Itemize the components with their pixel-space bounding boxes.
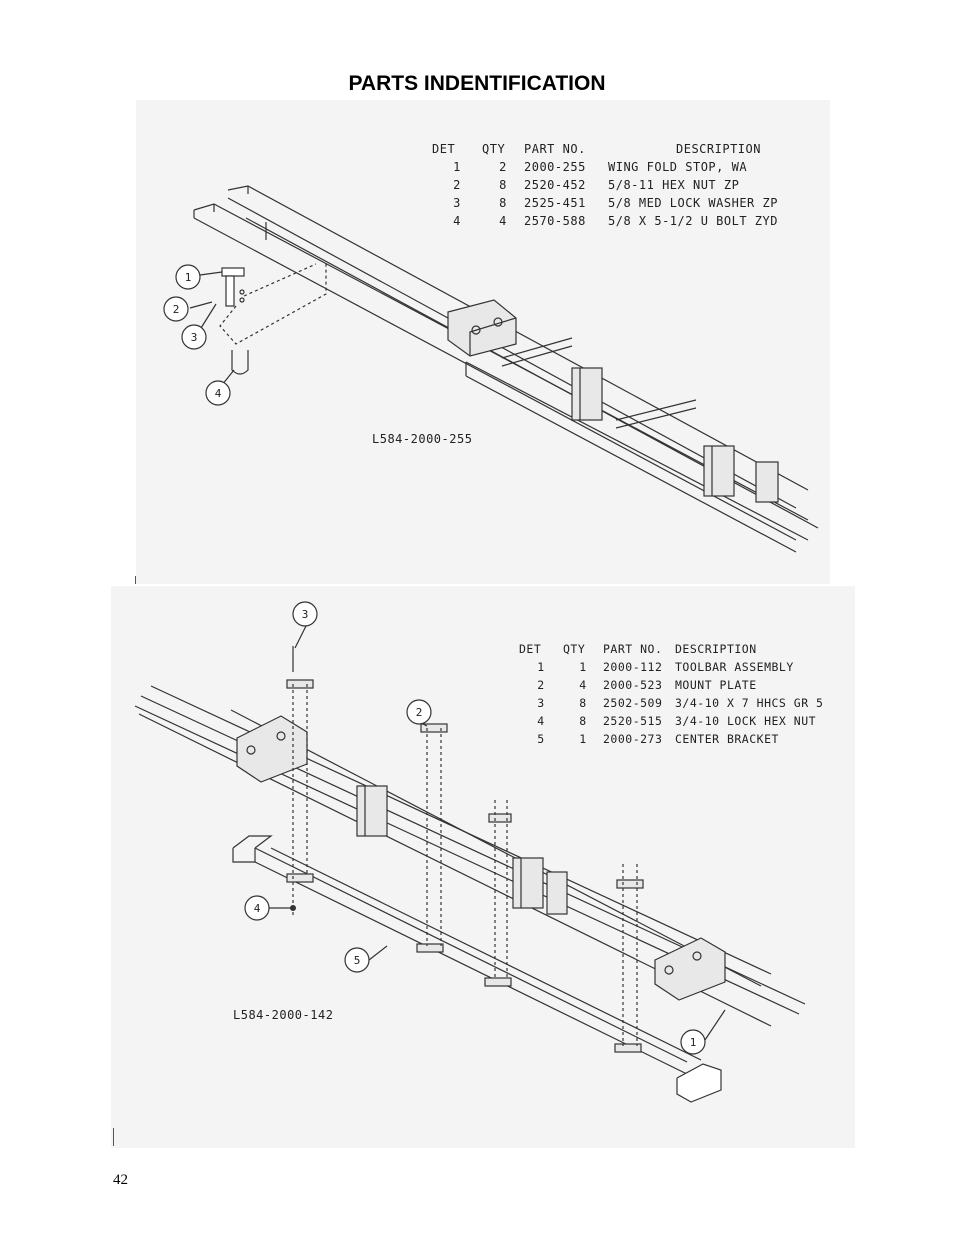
parts-table-top: DET QTY PART NO. DESCRIPTION 1 2 2000-25…: [432, 142, 778, 232]
callout-4: 4: [254, 902, 261, 915]
callout-2: 2: [173, 303, 180, 316]
callout-1: 1: [185, 271, 192, 284]
table-header-row: DET QTY PART NO. DESCRIPTION: [432, 142, 778, 160]
wing-fold-stop-part: [221, 267, 245, 277]
mount-plate: [420, 723, 448, 733]
table-row: 1 1 2000-112 TOOLBAR ASSEMBLY: [537, 660, 794, 674]
callout-5: 5: [354, 954, 361, 967]
lock-nut: [290, 905, 296, 911]
clamp-plate-b: [512, 857, 544, 909]
center-bracket-end-right: [676, 1063, 722, 1103]
center-bracket-bar: [254, 861, 692, 1077]
callout-3: 3: [191, 331, 198, 344]
mount-plate-a: [571, 367, 603, 421]
table-row: 2 8 2520-452 5/8-11 HEX NUT ZP: [453, 178, 740, 192]
table-row: 3 8 2525-451 5/8 MED LOCK WASHER ZP: [453, 196, 778, 210]
col-part-no: PART NO.: [603, 642, 663, 656]
parts-table-bottom: DET QTY PART NO. DESCRIPTION 1 1 2000-11…: [519, 642, 823, 750]
table-row: 5 1 2000-273 CENTER BRACKET: [537, 732, 779, 746]
col-description: DESCRIPTION: [675, 642, 757, 656]
clamp-plate-a: [356, 785, 388, 837]
callout-circles: [163, 264, 231, 406]
col-description: DESCRIPTION: [676, 142, 761, 156]
col-det: DET: [432, 142, 456, 156]
callout-2: 2: [416, 706, 423, 719]
center-bracket-drawing: 3 2 4 5 1: [134, 601, 806, 1103]
drawing-number-top: L584-2000-255: [372, 432, 473, 446]
table-header-row: DET QTY PART NO. DESCRIPTION: [519, 642, 823, 660]
table-row: 4 4 2570-588 5/8 X 5-1/2 U BOLT ZYD: [453, 214, 778, 228]
page-title: PARTS INDENTIFICATION: [348, 72, 606, 95]
diagram-center-bracket: 3 2 4 5 1 DET QTY PART NO. DESCRIPTION 1…: [111, 586, 855, 1148]
table-row: 3 8 2502-509 3/4-10 X 7 HHCS GR 5: [537, 696, 824, 710]
page-number: 42: [113, 1172, 128, 1188]
callout-circles: [244, 601, 706, 1055]
mount-plate-b: [703, 445, 735, 497]
wing-fold-stop-drawing: 1 2 3 4: [163, 185, 819, 553]
table-row: 2 4 2000-523 MOUNT PLATE: [537, 678, 757, 692]
mount-plate: [488, 813, 512, 823]
col-qty: QTY: [563, 642, 586, 656]
drawing-number-bottom: L584-2000-142: [233, 1008, 334, 1022]
center-bracket-end-left: [232, 835, 273, 849]
margin-mark: [113, 1128, 114, 1146]
col-det: DET: [519, 642, 542, 656]
table-row: 1 2 2000-255 WING FOLD STOP, WA: [453, 160, 748, 174]
diagram-wing-fold-stop: 1 2 3 4 DET QTY PART NO. DESCRIPTION 1 2…: [136, 100, 830, 584]
col-qty: QTY: [482, 142, 506, 156]
table-row: 4 8 2520-515 3/4-10 LOCK HEX NUT: [537, 714, 817, 728]
margin-mark: [135, 576, 136, 584]
callout-3: 3: [302, 608, 309, 621]
u-bolt: [231, 350, 249, 375]
mount-plate: [616, 879, 644, 889]
callout-1: 1: [690, 1036, 697, 1049]
mount-plate: [286, 679, 314, 689]
col-part-no: PART NO.: [524, 142, 586, 156]
callout-4: 4: [215, 387, 222, 400]
hinge-block-right: [654, 937, 726, 1001]
